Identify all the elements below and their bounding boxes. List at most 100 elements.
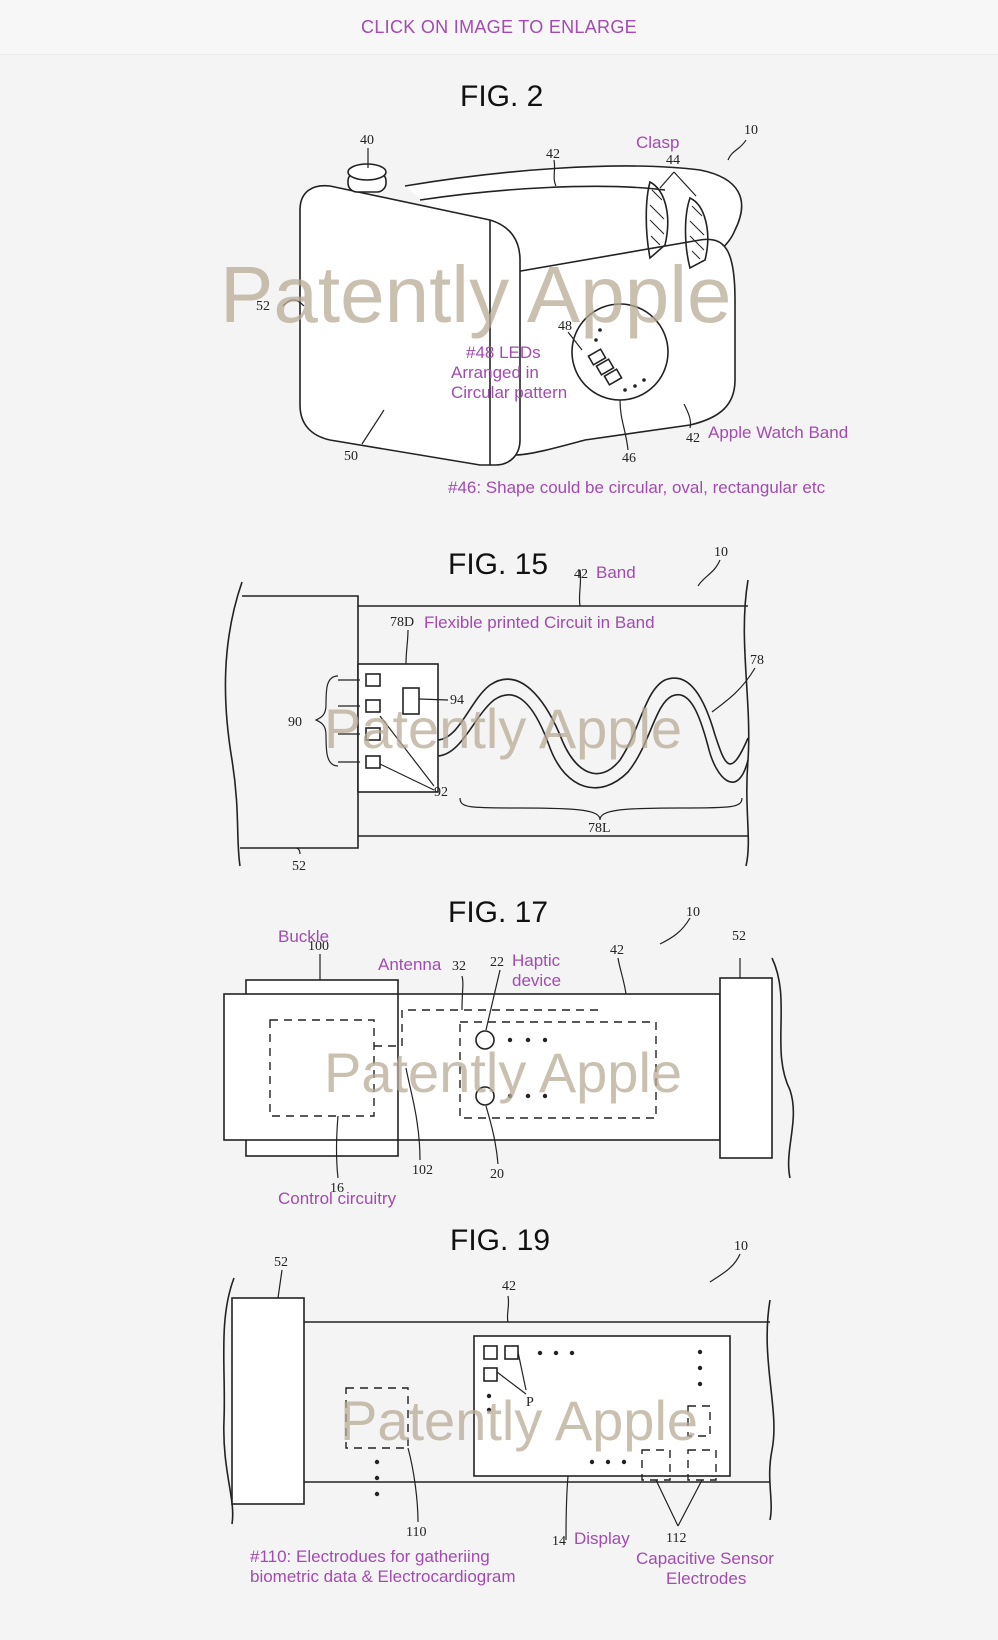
- fig15-watermark: Patently Apple: [324, 697, 682, 760]
- fig2-ref-50: 50: [344, 449, 358, 464]
- fig15-right-break: [743, 579, 750, 867]
- fig19-watermark: Patently Apple: [340, 1389, 698, 1452]
- fig2-drawing: FIG. 2 40 42 44 1: [220, 80, 848, 497]
- fig15-pad-3: [365, 727, 381, 741]
- fig2-leader-10: [727, 139, 747, 161]
- fig15-ref-78l: 78L: [588, 821, 611, 836]
- fig15-ref-94: 94: [450, 693, 464, 708]
- fig17-ref-20: 20: [490, 1167, 504, 1182]
- fig2-leader-48: [567, 331, 583, 351]
- fig19-ref-p: P: [526, 1395, 534, 1410]
- fig19-pixel-1: [483, 1345, 498, 1360]
- fig15-leader-94: [418, 698, 449, 701]
- fig15-leader-42: [578, 569, 582, 607]
- fig2-ref-44: 44: [666, 153, 680, 168]
- patent-figure-image[interactable]: FIG. 2 40 42 44 1: [0, 54, 998, 1640]
- fig15-component-94: [402, 687, 420, 715]
- fig2-leader-50: [361, 409, 385, 445]
- fig17-sensor-20: [475, 1086, 495, 1106]
- fig15-ref-52: 52: [292, 859, 306, 874]
- fig17-ann-control: Control circuitry: [278, 1189, 397, 1208]
- fig19-ref-14: 14: [552, 1534, 566, 1549]
- fig15-leader-92: [379, 715, 435, 791]
- fig19-ann-cap-1: Capacitive Sensor: [636, 1549, 774, 1568]
- fig17-ref-52: 52: [732, 929, 746, 944]
- fig2-watermark: Patently Apple: [220, 250, 731, 339]
- fig2-ann-band: Apple Watch Band: [708, 423, 848, 442]
- fig2-ann-clasp: Clasp: [636, 133, 679, 152]
- fig19-right-break: [766, 1299, 775, 1521]
- fig19-band-edges: [304, 1321, 770, 1483]
- fig19-ref-42: 42: [502, 1279, 516, 1294]
- fig2-ann-leds-1: #48 LEDs: [466, 343, 541, 362]
- fig17-ref-102: 102: [412, 1163, 433, 1178]
- fig2-led-2: [595, 358, 615, 376]
- fig15-pad-4: [365, 755, 381, 769]
- page-header: CLICK ON IMAGE TO ENLARGE: [0, 0, 998, 55]
- fig2-clasp-hatch-left: [649, 189, 665, 246]
- fig17-leader-20: [485, 1105, 499, 1165]
- fig19-ann-electrodes-2: biometric data & Electrocardiogram: [250, 1567, 516, 1586]
- fig19-leader-112: [655, 1479, 703, 1527]
- fig2-crown-top: [347, 163, 387, 181]
- fig2-ref-42a: 42: [546, 147, 560, 162]
- fig2-led-1: [587, 348, 607, 366]
- fig19-leader-42: [506, 1295, 510, 1323]
- fig2-clasp-right: [684, 196, 709, 270]
- fig17-antenna-line: [374, 1009, 598, 1047]
- fig2-ref-48: 48: [558, 319, 572, 334]
- fig2-leader-42b: [683, 403, 692, 429]
- fig15-leader-78d: [405, 629, 409, 665]
- fig19-ref-110: 110: [406, 1525, 426, 1540]
- fig15-pad-2: [365, 699, 381, 713]
- fig15-serpentine-b: [437, 693, 749, 789]
- fig2-leader-52: [282, 299, 305, 307]
- fig17-watermark: Patently Apple: [324, 1041, 682, 1104]
- fig17-haptic-region: [459, 1021, 657, 1119]
- fig15-leader-10: [697, 559, 721, 587]
- fig19-ann-cap-2: Electrodes: [666, 1569, 746, 1588]
- fig19-electrode-110: [345, 1387, 409, 1449]
- fig2-ref-42b: 42: [686, 431, 700, 446]
- fig2-title: FIG. 2: [460, 80, 543, 113]
- fig19-ref-52: 52: [274, 1255, 288, 1270]
- fig19-leader-p: [496, 1351, 527, 1395]
- fig15-bracket-78l: [459, 797, 743, 821]
- fig15-ann-fpc: Flexible printed Circuit in Band: [424, 613, 655, 632]
- fig15-pad-leads: [338, 679, 360, 763]
- fig19-title: FIG. 19: [450, 1224, 550, 1257]
- fig15-bracket-90: [314, 675, 339, 767]
- fig19-leader-10: [709, 1253, 741, 1283]
- fig15-title: FIG. 15: [448, 548, 548, 581]
- fig2-leader-46: [619, 399, 629, 451]
- fig17-sensor-22: [475, 1030, 495, 1050]
- fig19-leader-52: [277, 1269, 283, 1299]
- fig17-drawing: FIG. 17 10 100 32 22 42 52 102 20 16 Buc…: [223, 896, 795, 1208]
- fig17-control-circuitry: [269, 1019, 375, 1117]
- fig15-ref-90: 90: [288, 715, 302, 730]
- fig2-band-inner-edge: [419, 185, 666, 201]
- fig2-ann-shape: #46: Shape could be circular, oval, rect…: [448, 478, 826, 497]
- fig17-ann-haptic-2: device: [512, 971, 561, 990]
- fig17-leader-16: [335, 1115, 339, 1179]
- patent-drawing-svg: FIG. 2 40 42 44 1: [220, 80, 848, 1588]
- fig19-pixel-3: [483, 1367, 498, 1382]
- fig2-ref-46: 46: [622, 451, 636, 466]
- fig15-ref-42: 42: [574, 567, 588, 582]
- fig2-ann-leds-3: Circular pattern: [451, 383, 567, 402]
- fig15-serpentine-a: [437, 677, 749, 775]
- fig2-ref-10: 10: [744, 123, 758, 138]
- fig15-ref-78: 78: [750, 653, 764, 668]
- fig17-ref-22: 22: [490, 955, 504, 970]
- fig17-leader-42: [617, 957, 627, 995]
- fig2-leader-44: [659, 171, 697, 197]
- fig15-leader-52: [295, 847, 301, 855]
- fig19-ann-electrodes-1: #110: Electrodues for gatheriing: [250, 1547, 490, 1566]
- fig17-ref-100: 100: [308, 939, 329, 954]
- fig19-ref-112: 112: [666, 1531, 686, 1546]
- enlarge-image-link[interactable]: CLICK ON IMAGE TO ENLARGE: [361, 16, 637, 37]
- fig15-ann-band: Band: [596, 563, 636, 582]
- fig17-leader-22: [485, 969, 501, 1031]
- fig17-title: FIG. 17: [448, 896, 548, 929]
- fig2-ref-40: 40: [360, 133, 374, 148]
